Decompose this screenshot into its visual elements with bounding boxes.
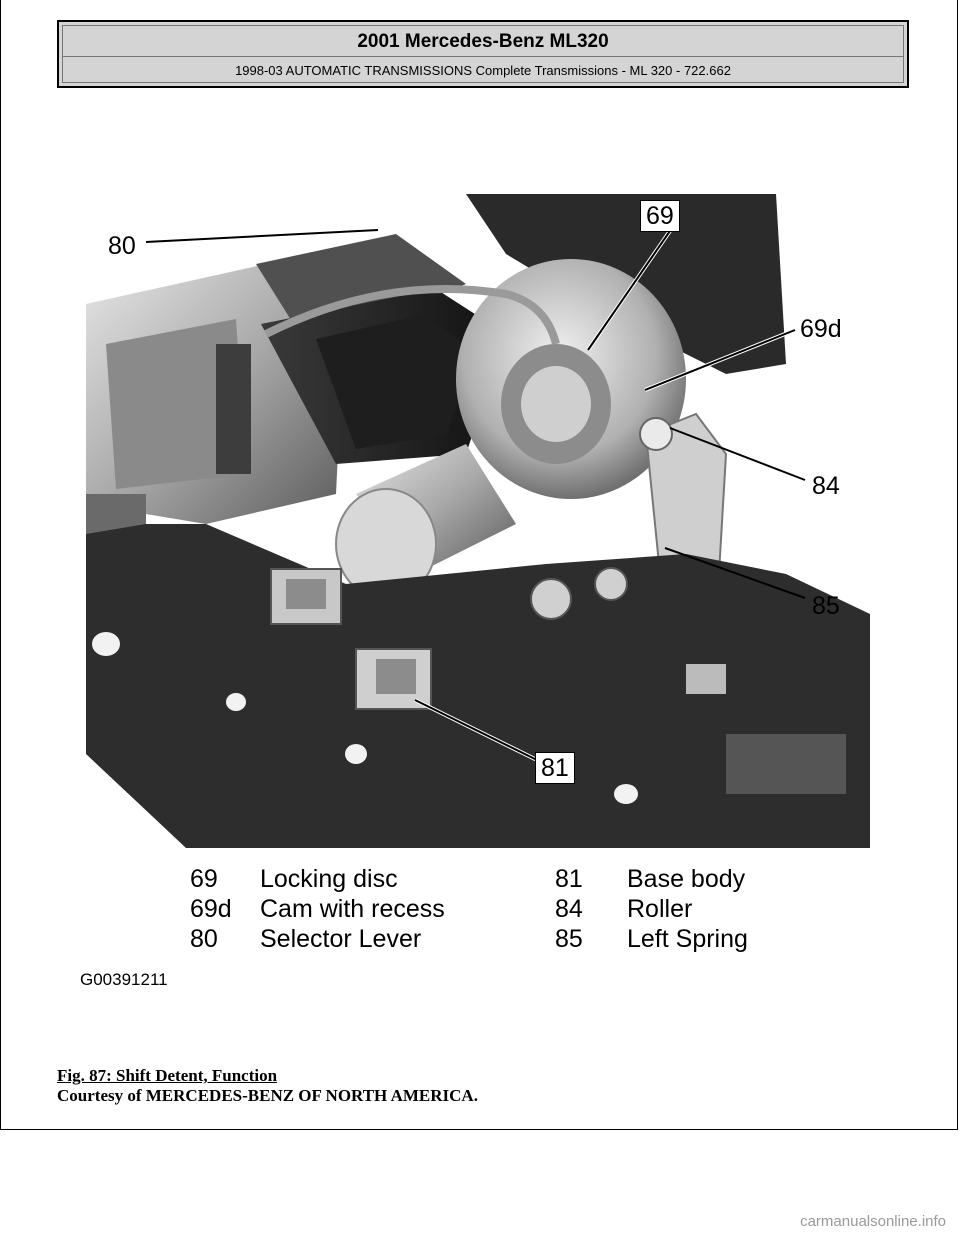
legend-label: Roller — [627, 895, 693, 923]
figure-title: Fig. 87: Shift Detent, Function — [57, 1066, 278, 1085]
legend-label: Base body — [627, 865, 746, 893]
courtesy-line: Courtesy of MERCEDES-BENZ OF NORTH AMERI… — [57, 1086, 478, 1105]
figure-code: G00391211 — [80, 970, 168, 989]
legend-num: 85 — [555, 925, 583, 953]
legend-num: 80 — [190, 925, 218, 953]
leader-lines — [145, 226, 806, 762]
legend-label: Locking disc — [260, 865, 398, 893]
callout-84: 84 — [812, 472, 840, 500]
legend-label: Left Spring — [627, 925, 748, 953]
legend-label: Cam with recess — [260, 895, 445, 923]
page-frame — [0, 0, 958, 1130]
header-subtitle: 1998-03 AUTOMATIC TRANSMISSIONS Complete… — [235, 63, 731, 78]
callout-69d: 69d — [800, 315, 842, 343]
figure: 80 69 69d 84 85 81 69 Locking disc 69d C… — [60, 190, 870, 1000]
callout-69: 69 — [640, 200, 680, 232]
legend-num: 84 — [555, 895, 583, 923]
callout-85: 85 — [812, 592, 840, 620]
shift-detent-photo — [86, 194, 870, 848]
legend-num: 81 — [555, 865, 583, 893]
document-header: 2001 Mercedes-Benz ML320 1998-03 AUTOMAT… — [57, 20, 909, 88]
callout-81: 81 — [535, 752, 575, 784]
watermark-url: carmanualsonline.info — [800, 1213, 946, 1230]
callout-80: 80 — [108, 232, 136, 260]
header-title: 2001 Mercedes-Benz ML320 — [357, 31, 609, 52]
figure-caption: Fig. 87: Shift Detent, Function Courtesy… — [57, 1066, 478, 1106]
header-inner-border: 2001 Mercedes-Benz ML320 1998-03 AUTOMAT… — [62, 25, 904, 83]
legend-label: Selector Lever — [260, 925, 422, 953]
header-divider — [63, 56, 903, 57]
legend-num: 69 — [190, 865, 218, 893]
legend-num: 69d — [190, 895, 232, 923]
